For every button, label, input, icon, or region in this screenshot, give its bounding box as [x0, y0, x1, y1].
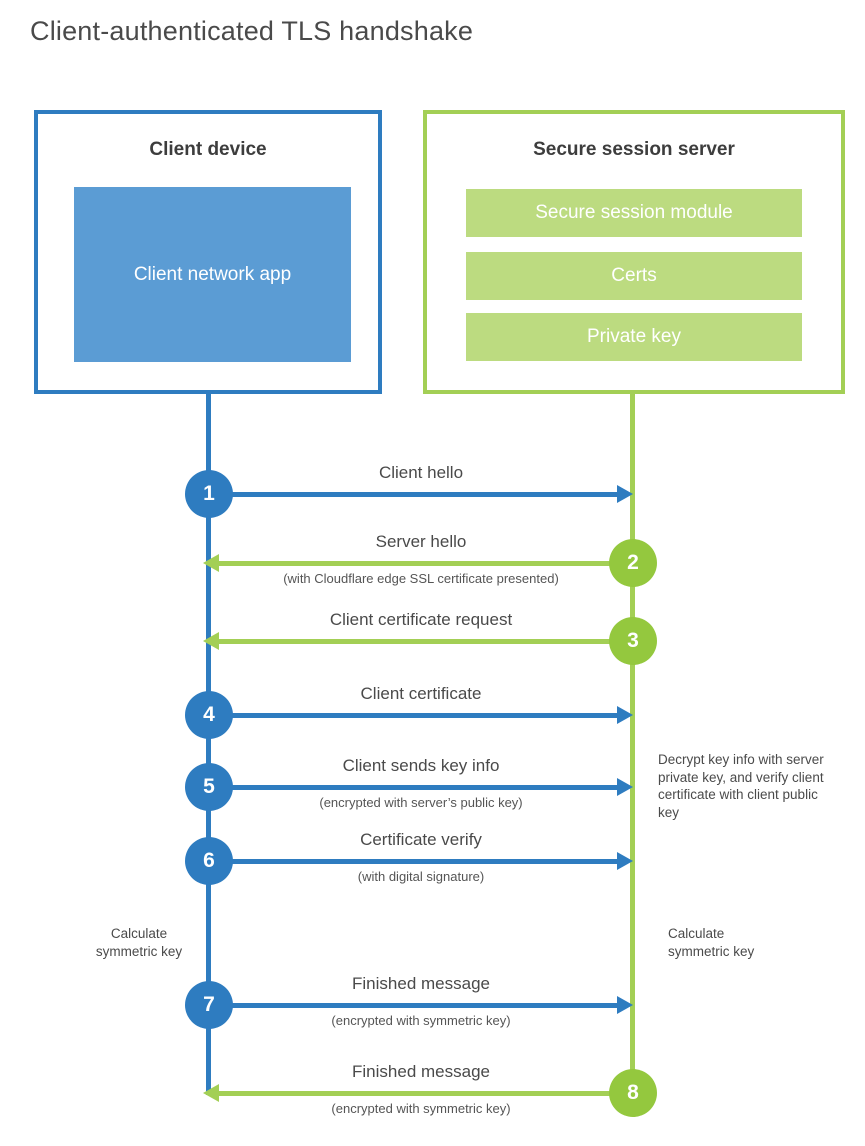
step-6-sublabel: (with digital signature) — [357, 869, 485, 884]
secure-session-server-box: Secure session server Secure session mod… — [423, 110, 845, 394]
client-device-title: Client device — [149, 139, 267, 160]
client-network-app-module: Client network app — [74, 187, 351, 362]
step-7-sublabel: (encrypted with symmetric key) — [331, 1013, 511, 1028]
step-8-marker: 8 — [609, 1069, 657, 1117]
step-8-label: Finished message — [352, 1062, 490, 1081]
step-8-sublabel: (encrypted with symmetric key) — [331, 1101, 511, 1116]
step-5-sublabel: (encrypted with server’s public key) — [319, 795, 523, 810]
step-2-marker: 2 — [609, 539, 657, 587]
step-7-arrow-shaft — [209, 1003, 617, 1008]
step-2-sublabel: (with Cloudflare edge SSL certificate pr… — [283, 571, 559, 586]
step-8-arrowhead — [203, 1084, 219, 1102]
server-calculate-symmetric-key-note: Calculate symmetric key — [668, 926, 755, 959]
step-5-arrow-shaft — [209, 785, 617, 790]
step-7-marker: 7 — [185, 981, 233, 1029]
step-1-arrow-shaft — [209, 492, 617, 497]
step-5-arrowhead — [617, 778, 633, 796]
client-device-box: Client device Client network app — [34, 110, 382, 394]
client-network-app-label: Client network app — [133, 263, 292, 285]
step-3-arrow-shaft — [218, 639, 633, 644]
step-6-marker: 6 — [185, 837, 233, 885]
step-6-label: Certificate verify — [360, 830, 482, 849]
step-5-marker: 5 — [185, 763, 233, 811]
client-lifeline — [206, 392, 211, 1095]
step-8-arrow-shaft — [218, 1091, 633, 1096]
server-lifeline — [630, 392, 635, 1093]
step-4-marker: 4 — [185, 691, 233, 739]
step-7-label: Finished message — [352, 974, 490, 993]
step-6-arrowhead — [617, 852, 633, 870]
server-module-private-key: Private key — [466, 313, 802, 361]
server-module-secure-session: Secure session module — [466, 189, 802, 237]
step-7-arrowhead — [617, 996, 633, 1014]
page-title: Client-authenticated TLS handshake — [30, 16, 474, 46]
secure-session-server-title: Secure session server — [533, 139, 735, 160]
step-4-arrow-shaft — [209, 713, 617, 718]
step-1-marker: 1 — [185, 470, 233, 518]
step-5-label: Client sends key info — [342, 756, 500, 775]
step-3-arrowhead — [203, 632, 219, 650]
step-4-arrowhead — [617, 706, 633, 724]
step-2-label: Server hello — [375, 532, 467, 551]
step-2-arrowhead — [203, 554, 219, 572]
step-1-label: Client hello — [378, 463, 464, 482]
step-4-label: Client certificate — [360, 684, 482, 703]
step-2-arrow-shaft — [218, 561, 633, 566]
step-1-arrowhead — [617, 485, 633, 503]
client-calculate-symmetric-key-note: Calculate symmetric key — [95, 926, 183, 959]
step-6-arrow-shaft — [209, 859, 617, 864]
server-module-certs: Certs — [466, 252, 802, 300]
server-decrypt-note: Decrypt key info with server private key… — [658, 752, 824, 820]
step-3-marker: 3 — [609, 617, 657, 665]
step-3-label: Client certificate request — [329, 610, 513, 629]
